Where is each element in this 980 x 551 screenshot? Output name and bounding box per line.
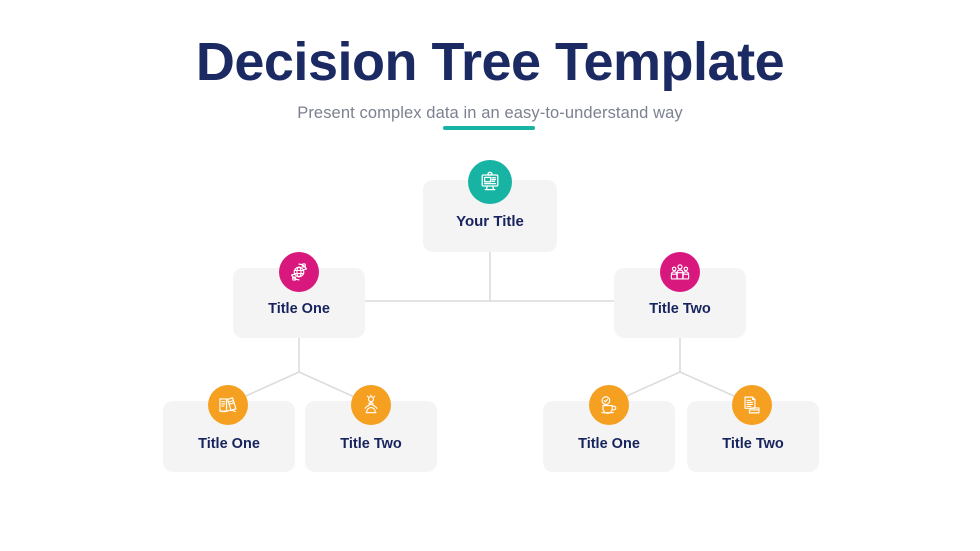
documents-stack-icon	[732, 385, 772, 425]
open-book-pen-icon	[208, 385, 248, 425]
node-label: Title Two	[649, 301, 711, 317]
person-idea-icon	[351, 385, 391, 425]
coffee-cup-check-icon	[589, 385, 629, 425]
node-label: Title One	[268, 301, 330, 317]
node-card[interactable]: Your Title	[423, 180, 557, 252]
people-group-icon	[660, 252, 700, 292]
node-label: Title Two	[722, 436, 784, 452]
node-label: Title One	[198, 436, 260, 452]
header: Decision Tree Template Present complex d…	[0, 0, 980, 123]
node-card[interactable]: Title Two	[687, 401, 819, 472]
globe-network-icon	[279, 252, 319, 292]
node-label: Your Title	[456, 213, 524, 230]
desktop-monitor-icon	[468, 160, 512, 204]
node-label: Title Two	[340, 436, 402, 452]
title-underline-rule	[443, 126, 535, 130]
page-subtitle: Present complex data in an easy-to-under…	[297, 103, 683, 122]
page-title: Decision Tree Template	[195, 32, 785, 92]
node-label: Title One	[578, 436, 640, 452]
